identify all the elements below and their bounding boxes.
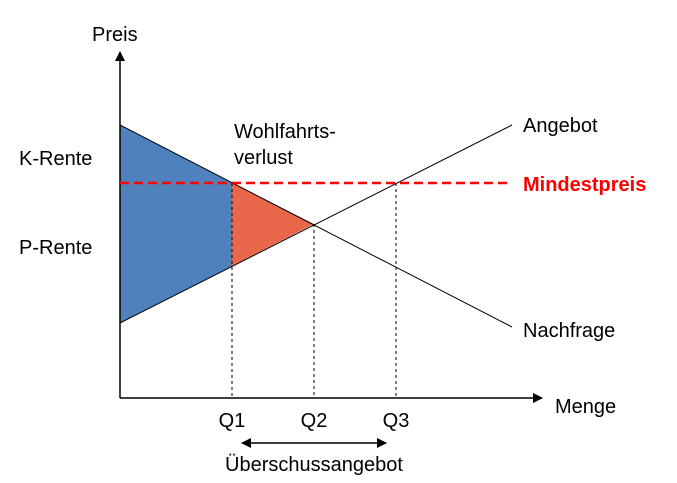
consumer-surplus-label: K-Rente [19, 148, 92, 170]
producer-surplus-label: P-Rente [19, 237, 92, 259]
x-axis-label: Menge [555, 396, 616, 418]
producer-surplus-area [120, 183, 232, 323]
q2-label: Q2 [301, 410, 328, 432]
surplus-supply-label: Überschussangebot [225, 454, 403, 476]
supply-label: Angebot [523, 115, 598, 137]
demand-curve [119, 124, 513, 328]
y-axis-label: Preis [92, 24, 138, 46]
q3-label: Q3 [383, 410, 410, 432]
demand-label: Nachfrage [523, 320, 615, 342]
welfare-loss-label-line2: verlust [234, 147, 293, 169]
welfare-loss-area [232, 183, 314, 266]
welfare-loss-label-line1: Wohlfahrts- [234, 121, 336, 143]
minimum-price-label: Mindestpreis [523, 174, 646, 196]
supply-curve [119, 124, 513, 324]
q1-label: Q1 [219, 410, 246, 432]
